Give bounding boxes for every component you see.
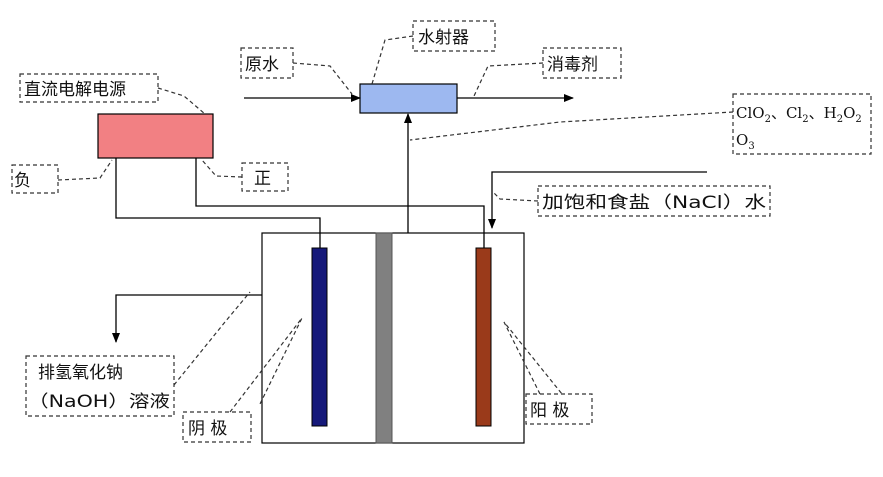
power-source-leader <box>157 87 206 115</box>
gases-leader <box>409 111 734 141</box>
negative-wire <box>115 158 321 248</box>
disinfectant-label-box <box>542 47 622 79</box>
membrane <box>375 232 393 444</box>
brine-leader <box>492 191 539 202</box>
power-source-label: 直流电解电源 <box>24 80 126 100</box>
anode-label: 阳 极 <box>530 401 569 421</box>
naoh-label-line2: （NaOH）溶液 <box>28 392 170 412</box>
power-source-label-box <box>19 73 159 103</box>
positive-label: 正 <box>254 169 271 189</box>
negative-label-box <box>11 164 59 194</box>
positive-leader <box>201 159 243 178</box>
brine-label-box <box>537 185 771 217</box>
brine-inlet-arrow <box>488 171 707 229</box>
negative-leader <box>57 159 113 181</box>
raw-water-leader <box>292 62 353 95</box>
water-jet-label: 水射器 <box>418 28 469 48</box>
gases-label-box <box>732 93 872 155</box>
positive-wire <box>195 158 485 248</box>
anode-plate <box>475 247 492 427</box>
power-source-box <box>97 113 214 159</box>
cathode-leader <box>229 317 303 413</box>
water-jet-box <box>359 83 458 114</box>
disinfectant-label: 消毒剂 <box>547 55 598 75</box>
anode-label-box <box>525 393 593 425</box>
anode-leader <box>503 321 563 395</box>
disinfectant-leader <box>473 62 544 97</box>
naoh-leader <box>173 291 251 386</box>
raw-water-label: 原水 <box>245 55 279 75</box>
naoh-label-line1: 排氢氧化钠 <box>38 363 123 383</box>
negative-label: 负 <box>14 171 31 191</box>
naoh-label-box <box>25 355 175 417</box>
gases-label-line1: ClO2、Cl2、H2O2 <box>736 104 862 125</box>
cathode-label: 阴 极 <box>188 419 227 439</box>
cathode-plate <box>311 247 328 427</box>
gases-label-line2: O3 <box>736 131 755 152</box>
naoh-outlet-arrow <box>112 294 262 343</box>
brine-label: 加饱和食盐（NaCl）水 <box>542 193 766 213</box>
water-jet-leader <box>371 35 414 85</box>
